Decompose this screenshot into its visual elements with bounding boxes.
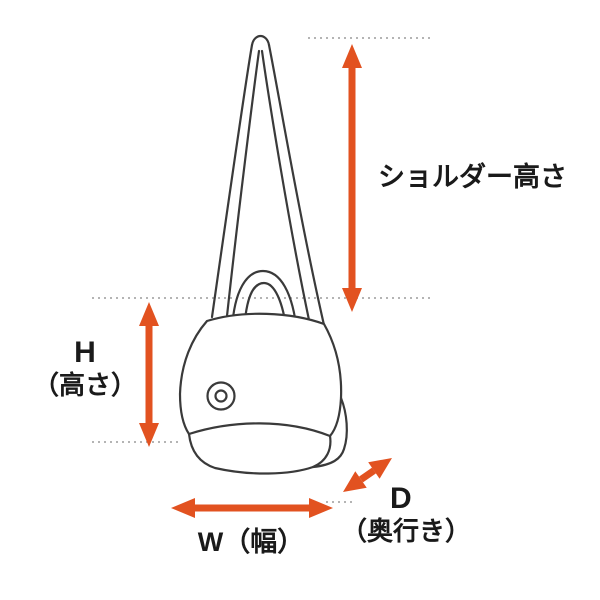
bag-illustration bbox=[178, 34, 348, 475]
width-arrow bbox=[171, 498, 333, 518]
shoulder-height-arrow bbox=[342, 44, 362, 312]
bag-side-gusset bbox=[311, 396, 348, 469]
shoulder-strap bbox=[210, 34, 326, 327]
depth-arrow bbox=[343, 458, 392, 492]
depth-name-label: （奥行き） bbox=[341, 516, 471, 546]
shoulder-height-label: ショルダー高さ bbox=[378, 161, 567, 192]
guide-lines bbox=[92, 37, 433, 503]
depth-abbr-label: D bbox=[390, 482, 412, 515]
top-handle bbox=[230, 269, 299, 336]
clasp-icon bbox=[206, 381, 236, 411]
height-name-label: （高さ） bbox=[33, 370, 137, 400]
bag-body bbox=[178, 312, 348, 475]
height-arrow bbox=[139, 302, 159, 447]
width-label: W（幅） bbox=[198, 527, 304, 557]
height-abbr-label: H bbox=[74, 336, 96, 369]
bag-lower-body bbox=[187, 432, 332, 475]
bag-flap bbox=[178, 312, 343, 438]
